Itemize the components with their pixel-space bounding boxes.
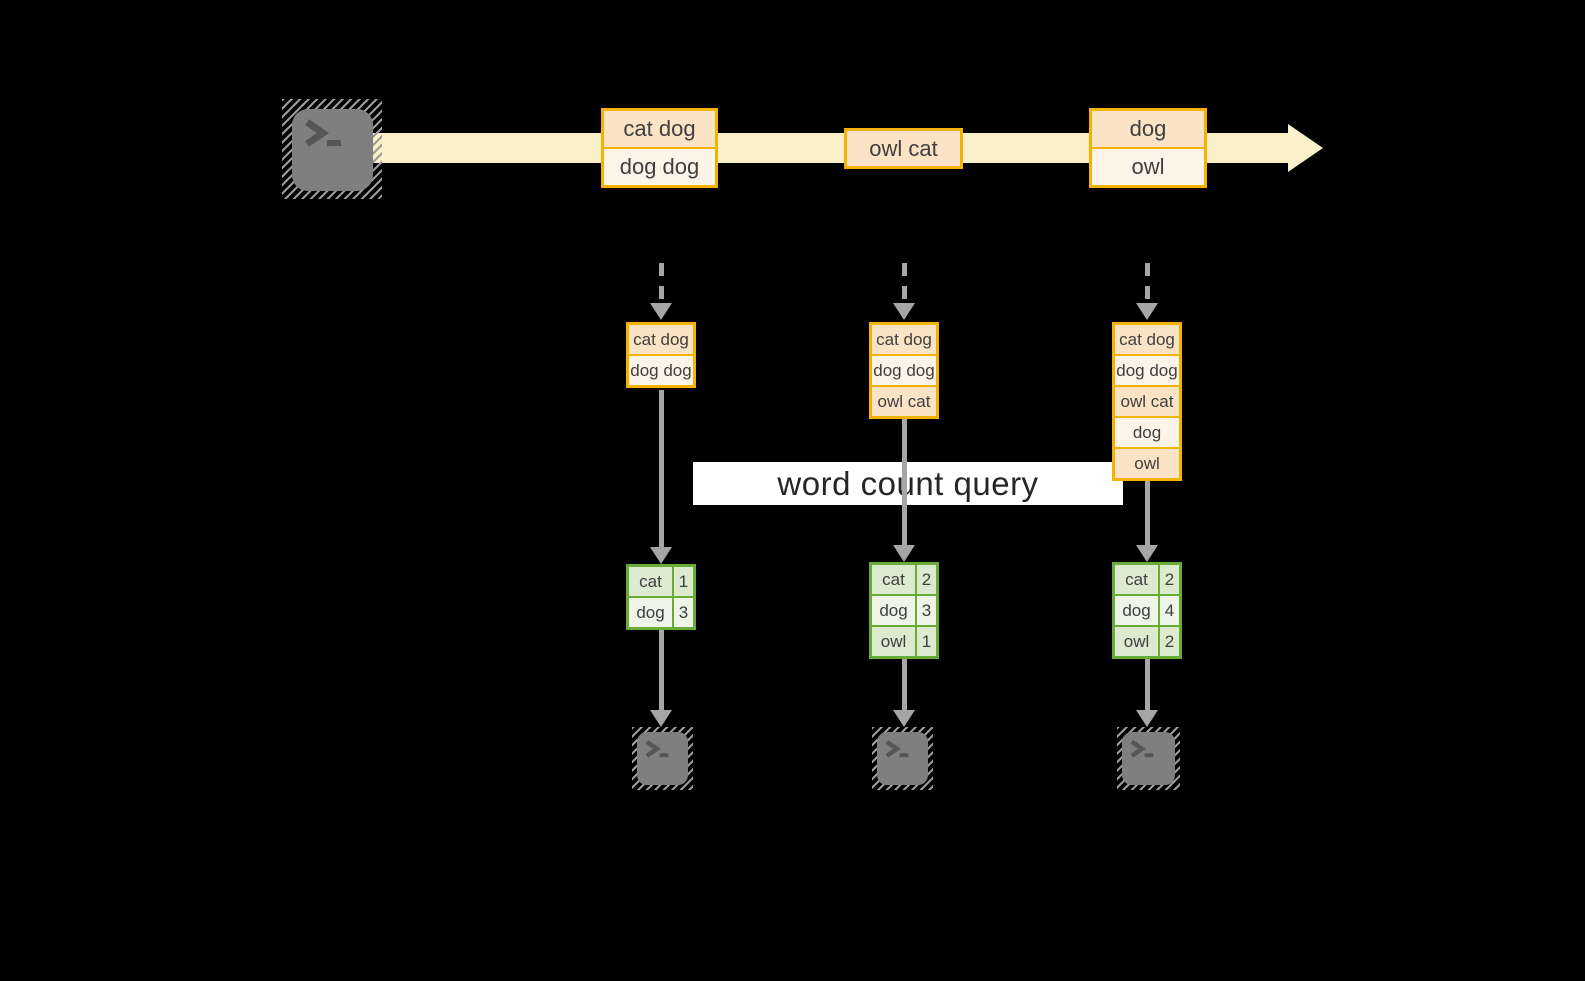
batch-item: owl [1092,149,1204,185]
terminal-icon-body [292,109,373,191]
count-table-3: cat 2 dog 4 owl 2 [1112,562,1182,659]
trigger-arrow-shaft [659,263,664,303]
count-value: 4 [1160,596,1179,625]
sink-arrow-shaft [902,659,907,710]
batch-item: cat dog [604,111,715,147]
state-box-2: cat dog dog dog owl cat [869,322,939,419]
sink-arrow-shaft [659,630,664,710]
state-item: dog dog [1115,356,1179,385]
count-value: 3 [917,596,936,625]
count-value: 3 [674,598,693,627]
state-box-3: cat dog dog dog owl cat dog owl [1112,322,1182,481]
state-item: cat dog [629,325,693,354]
state-item: dog [1115,418,1179,447]
query-arrow-shaft [1145,481,1150,546]
terminal-prompt-icon [645,740,669,758]
terminal-prompt-icon [305,119,341,147]
query-arrowhead-icon [893,545,915,562]
query-arrow-shaft [902,419,907,546]
terminal-icon-body [877,732,928,785]
count-word: dog [1115,596,1158,625]
count-word: owl [872,627,915,656]
stream-batch-2: owl cat [844,128,963,169]
state-item: cat dog [1115,325,1179,354]
state-item: dog dog [629,356,693,385]
trigger-arrow-shaft [902,263,907,303]
batch-item: owl cat [847,131,960,166]
count-word: cat [629,567,672,596]
count-value: 1 [917,627,936,656]
source-terminal-icon [282,99,382,199]
sink-arrowhead-icon [893,710,915,727]
query-arrow-shaft [659,390,664,548]
count-value: 2 [917,565,936,594]
state-item: dog dog [872,356,936,385]
count-table-2: cat 2 dog 3 owl 1 [869,562,939,659]
count-value: 2 [1160,565,1179,594]
sink-arrowhead-icon [650,710,672,727]
count-word: cat [1115,565,1158,594]
trigger-arrowhead-icon [650,303,672,320]
state-box-1: cat dog dog dog [626,322,696,388]
batch-item: dog [1092,111,1204,147]
trigger-arrowhead-icon [1136,303,1158,320]
terminal-prompt-icon [885,740,909,758]
count-word: dog [629,598,672,627]
sink-terminal-icon-3 [1117,727,1180,790]
state-item: owl cat [872,387,936,416]
state-item: owl [1115,449,1179,478]
query-label: word count query [777,464,1039,502]
state-item: cat dog [872,325,936,354]
count-word: owl [1115,627,1158,656]
query-arrowhead-icon [650,547,672,564]
stream-batch-3: dog owl [1089,108,1207,188]
sink-terminal-icon-2 [872,727,933,790]
count-word: dog [872,596,915,625]
query-arrowhead-icon [1136,545,1158,562]
count-value: 1 [674,567,693,596]
count-table-1: cat 1 dog 3 [626,564,696,630]
sink-arrow-shaft [1145,659,1150,710]
sink-arrowhead-icon [1136,710,1158,727]
stream-batch-1: cat dog dog dog [601,108,718,188]
stream-arrowhead-icon [1288,124,1323,172]
count-value: 2 [1160,627,1179,656]
query-label-band: word count query [693,462,1123,505]
terminal-icon-body [1122,732,1175,785]
batch-item: dog dog [604,149,715,185]
terminal-prompt-icon [1130,740,1154,758]
trigger-arrowhead-icon [893,303,915,320]
state-item: owl cat [1115,387,1179,416]
trigger-arrow-shaft [1145,263,1150,303]
count-word: cat [872,565,915,594]
sink-terminal-icon-1 [632,727,693,790]
terminal-icon-body [637,732,688,785]
